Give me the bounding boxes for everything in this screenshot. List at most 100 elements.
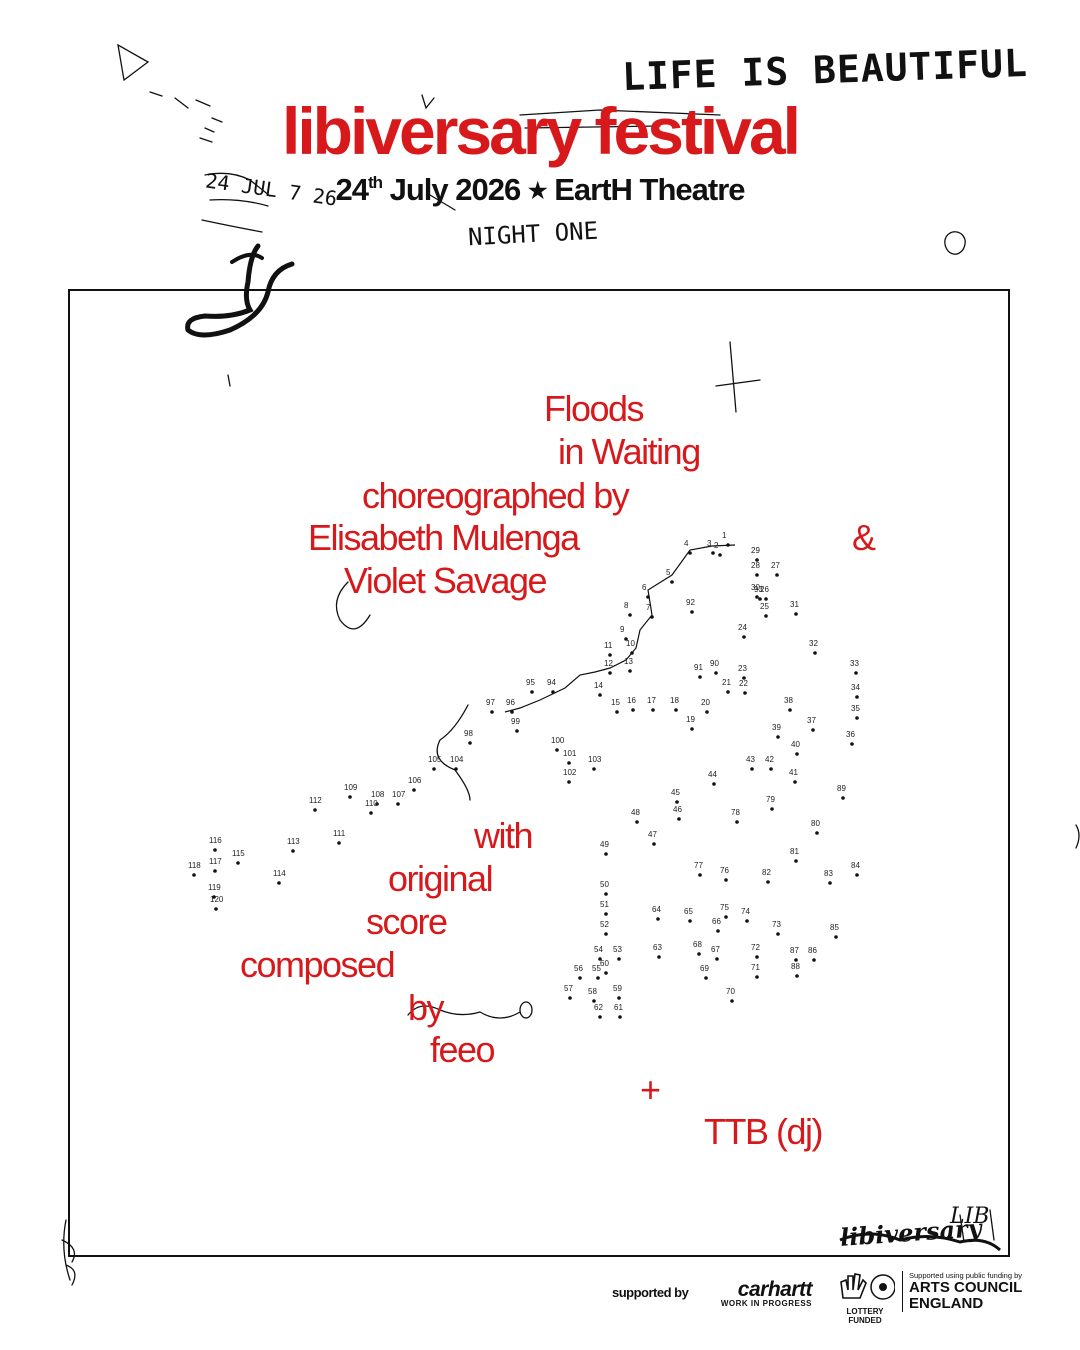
dot-89 [841,796,845,800]
dot-number-70: 70 [726,987,735,996]
dot-28 [755,573,759,577]
dot-number-52: 52 [600,920,609,929]
dot-number-53: 53 [613,945,622,954]
dot-80 [815,831,819,835]
dot-71 [755,975,759,979]
dot-number-41: 41 [789,768,798,777]
choreographer-2: Violet Savage [344,560,548,601]
dot-number-24: 24 [738,623,747,632]
dot-number-115: 115 [232,849,245,858]
dot-1 [726,543,730,547]
dot-53 [617,957,621,961]
dot-number-113: 113 [287,837,300,846]
dot-48 [635,820,639,824]
dot-2 [718,553,722,557]
supported-by-label: supported by [612,1285,689,1300]
dot-6 [646,595,650,599]
dot-114 [277,881,281,885]
arts-council-logo: Supported using public funding by ARTS C… [902,1271,1022,1312]
dot-number-37: 37 [807,716,816,725]
dot-22 [743,691,747,695]
dot-number-80: 80 [811,819,820,828]
dot-84 [855,873,859,877]
dot-76 [724,878,728,882]
dot-85 [834,935,838,939]
dot-number-108: 108 [371,790,385,799]
dot-9 [624,637,628,641]
dot-number-10: 10 [626,639,635,648]
dot-number-77: 77 [694,861,703,870]
dot-56 [578,976,582,980]
lottery-label: LOTTERY FUNDED [846,1307,884,1325]
dot-number-34: 34 [851,683,860,692]
star-icon: ★ [527,178,548,203]
dot-82 [766,880,770,884]
score-original: original [388,858,494,899]
dot-109 [348,795,352,799]
dot-number-29: 29 [751,546,760,555]
dot-27 [775,573,779,577]
dot-68 [697,952,701,956]
date-suffix: th [367,173,383,192]
dot-number-58: 58 [588,987,597,996]
dot-12 [608,671,612,675]
dot-13 [628,669,632,673]
dot-number-112: 112 [309,796,322,805]
dot-number-54: 54 [594,945,603,954]
dot-29 [755,558,759,562]
dot-105 [432,767,436,771]
dot-16 [631,708,635,712]
dot-number-21: 21 [722,678,731,687]
dot-57 [568,996,572,1000]
plus-sign: + [640,1069,661,1110]
dot-72 [755,955,759,959]
dot-number-82: 82 [762,868,771,877]
dot-number-12: 12 [604,659,613,668]
score-by: by [408,987,445,1028]
dot-79 [770,807,774,811]
dot-number-49: 49 [600,840,609,849]
dot-number-61: 61 [614,1003,623,1012]
score-composed: composed [240,944,396,985]
dot-108 [375,802,379,806]
dot-42 [769,767,773,771]
dot-number-105: 105 [428,755,442,764]
dot-21 [726,690,730,694]
dot-number-86: 86 [808,946,817,955]
dot-39 [776,735,780,739]
dot-91 [698,675,702,679]
dot-26 [764,597,768,601]
dot-number-62: 62 [594,1003,603,1012]
piece-title-line1: Floods [544,388,645,429]
dot-number-35: 35 [851,704,860,713]
dot-18 [674,708,678,712]
dot-40 [795,752,799,756]
dot-number-104: 104 [450,755,464,764]
dot-number-4: 4 [684,539,689,548]
dot-number-17: 17 [647,696,656,705]
dot-number-57: 57 [564,984,573,993]
choreographer-1: Elisabeth Mulenga [308,517,580,558]
dot-number-42: 42 [765,755,774,764]
dot-86 [812,958,816,962]
dot-95 [530,690,534,694]
dot-43 [750,767,754,771]
dot-number-98: 98 [464,729,473,738]
dot-93 [758,597,762,601]
dot-14 [598,693,602,697]
dot-number-38: 38 [784,696,793,705]
dot-98 [468,741,472,745]
dot-70 [730,999,734,1003]
dot-number-6: 6 [642,583,647,592]
dot-32 [813,651,817,655]
dot-78 [735,820,739,824]
dot-103 [592,767,596,771]
dot-number-56: 56 [574,964,583,973]
dot-number-94: 94 [547,678,556,687]
dot-number-84: 84 [851,861,860,870]
dot-number-68: 68 [693,940,702,949]
dot-number-13: 13 [624,657,633,666]
dot-number-107: 107 [392,790,406,799]
dot-30 [755,595,759,599]
dot-number-26: 26 [760,585,769,594]
